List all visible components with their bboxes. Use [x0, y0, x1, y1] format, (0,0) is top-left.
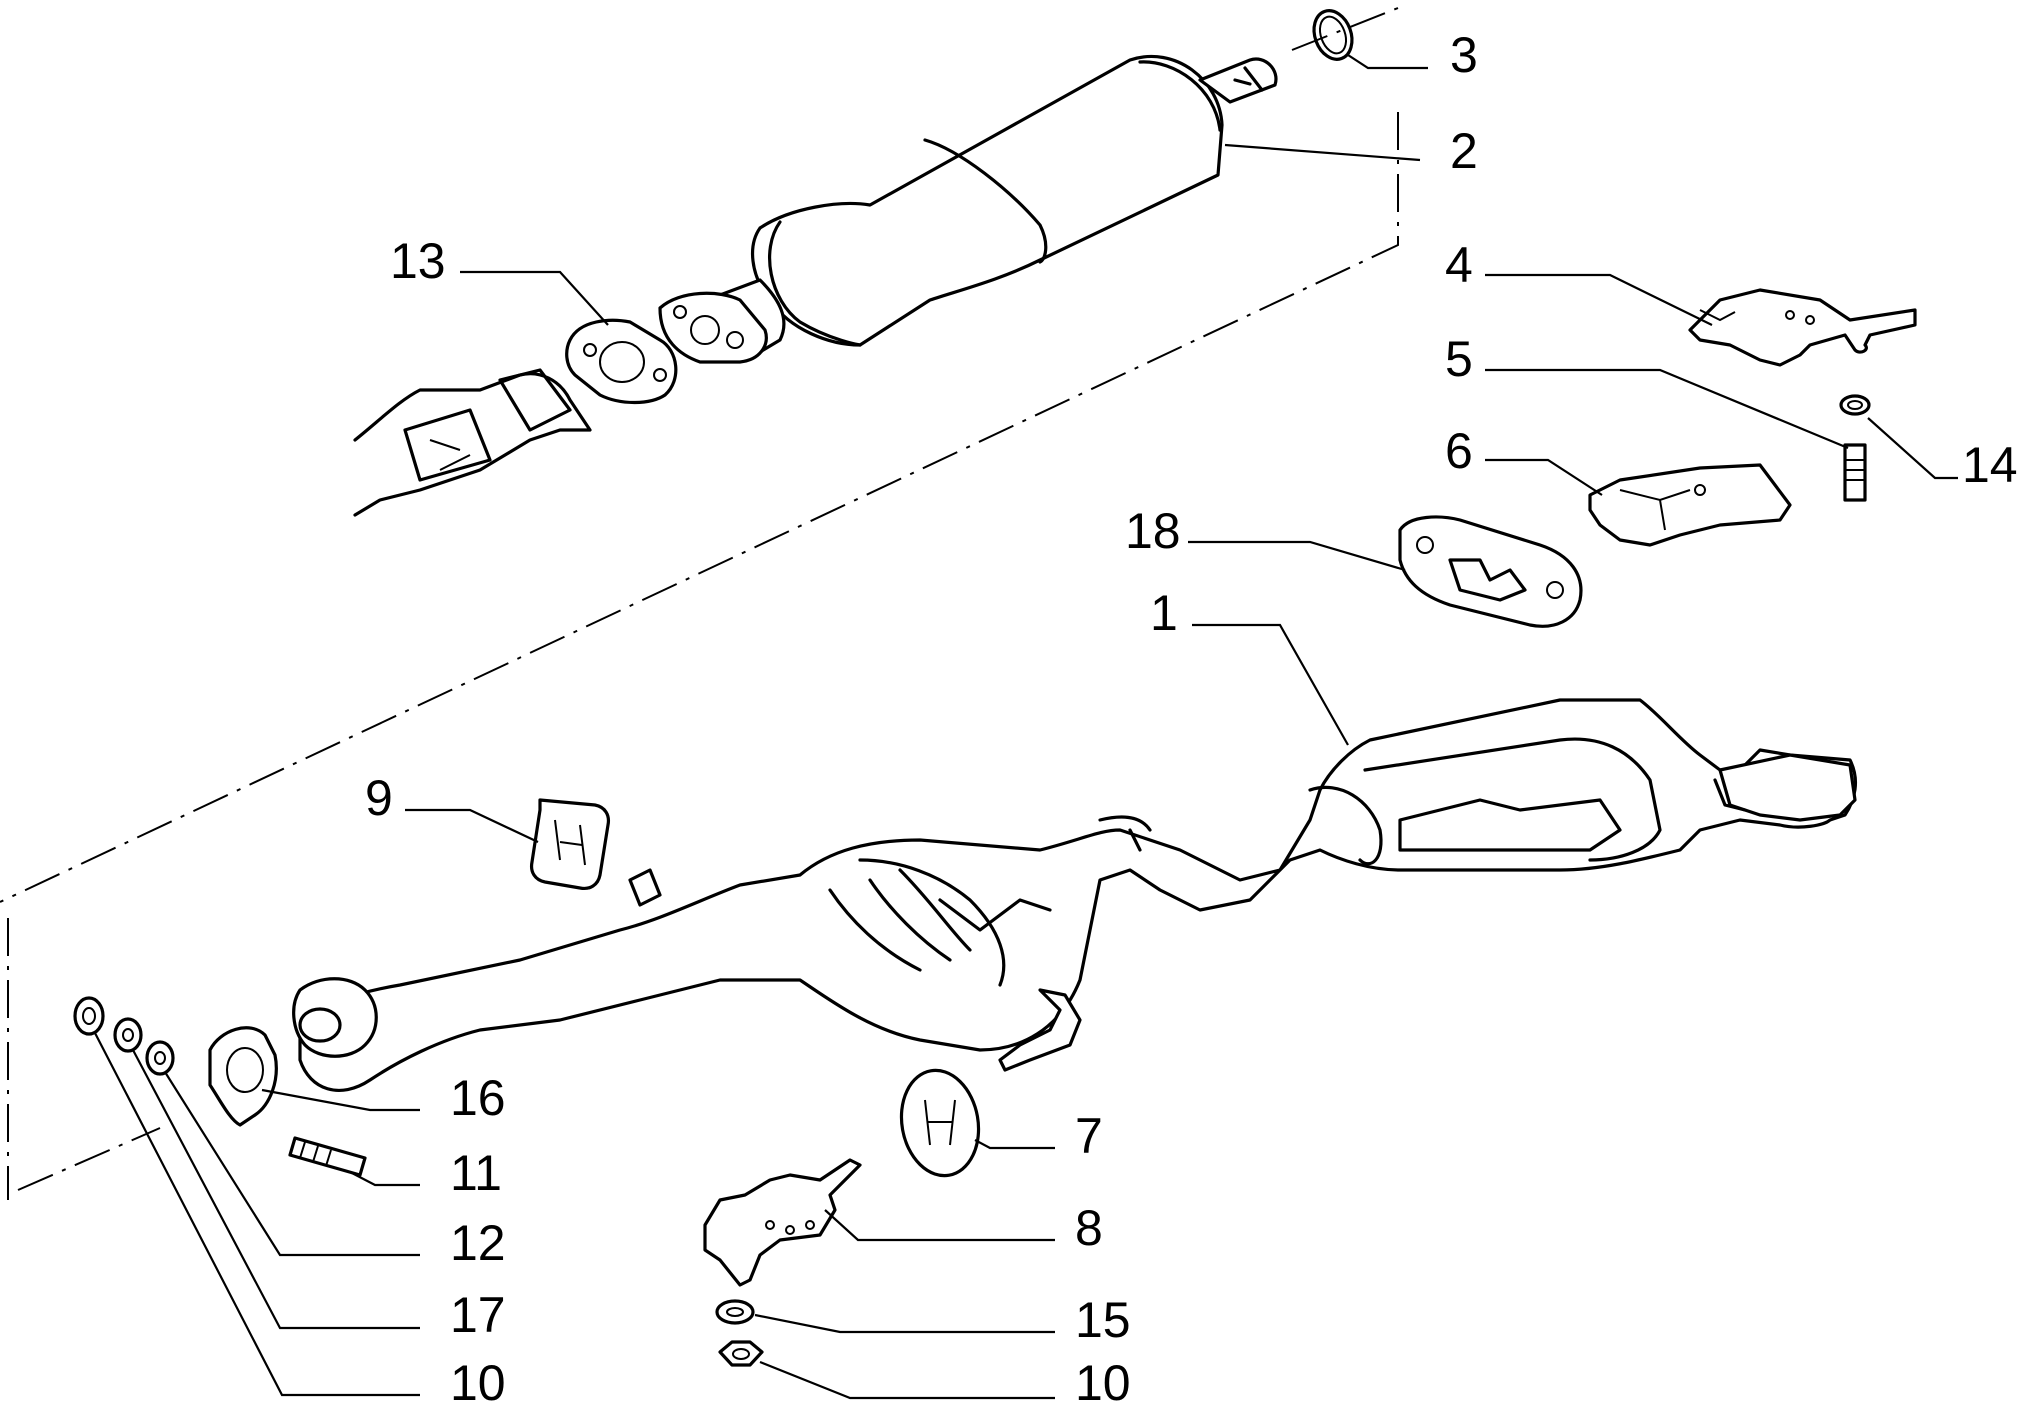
callout-14: 14 — [1962, 437, 2018, 493]
callout-10-right: 10 — [1075, 1355, 1131, 1404]
leader-11 — [349, 1171, 420, 1187]
rubber-hanger-9 — [529, 798, 611, 891]
leader-18 — [1188, 540, 1406, 572]
leader-7 — [974, 1139, 1055, 1150]
rubber-mount-18 — [1398, 515, 1583, 628]
bolt-5 — [1843, 443, 1867, 502]
callout-8: 8 — [1075, 1200, 1103, 1256]
leader-1 — [1192, 623, 1349, 746]
leader-15 — [754, 1313, 1055, 1334]
callout-5: 5 — [1445, 331, 1473, 387]
washer-12 — [145, 1040, 175, 1076]
hanger-bracket-6 — [1588, 463, 1792, 547]
callout-11: 11 — [450, 1145, 502, 1201]
nut-14 — [1839, 394, 1871, 416]
bolt-11 — [288, 1136, 367, 1177]
callout-12: 12 — [450, 1215, 506, 1271]
leader-10-right — [759, 1360, 1055, 1400]
seal-ring-3 — [1312, 9, 1354, 61]
bracket-4 — [1688, 288, 1917, 367]
assembly-separator-lines — [0, 7, 1399, 1200]
rubber-ring-mount-7 — [899, 1068, 981, 1178]
leader-lines — [94, 54, 1958, 1400]
leader-13 — [460, 270, 609, 326]
front-silencer — [658, 54, 1278, 364]
callout-9: 9 — [365, 770, 393, 826]
callout-17: 17 — [450, 1287, 506, 1343]
leader-10-left — [94, 1032, 420, 1397]
leader-4 — [1485, 273, 1713, 326]
leader-5 — [1485, 368, 1849, 450]
nut-10-left — [73, 996, 105, 1036]
callout-3: 3 — [1450, 27, 1478, 83]
callout-15: 15 — [1075, 1292, 1131, 1348]
gasket-13 — [565, 318, 678, 405]
callout-4: 4 — [1445, 237, 1473, 293]
callout-1: 1 — [1150, 585, 1178, 641]
callout-10-left: 10 — [450, 1355, 506, 1404]
rear-exhaust-assembly — [292, 698, 1858, 1092]
leader-17 — [132, 1049, 420, 1330]
clamp-16 — [208, 1026, 278, 1127]
nut-10-right — [718, 1340, 764, 1367]
leader-3 — [1347, 54, 1428, 70]
callout-7: 7 — [1075, 1108, 1103, 1164]
callout-labels: 3 2 13 4 5 14 6 18 1 9 16 11 12 17 10 7 … — [365, 27, 2018, 1404]
leader-9 — [405, 808, 539, 843]
callout-18: 18 — [1125, 503, 1181, 559]
callout-13: 13 — [390, 233, 446, 289]
washer-17 — [113, 1017, 143, 1053]
washer-15 — [715, 1299, 755, 1325]
leader-6 — [1485, 458, 1603, 496]
leader-14 — [1867, 417, 1958, 480]
callout-2: 2 — [1450, 123, 1478, 179]
leader-12 — [164, 1071, 420, 1257]
leader-16 — [261, 1088, 420, 1112]
callout-6: 6 — [1445, 423, 1473, 479]
bracket-8 — [703, 1158, 862, 1287]
callout-16: 16 — [450, 1070, 506, 1126]
upstream-pipe — [353, 368, 592, 517]
leader-2 — [1224, 143, 1421, 162]
leader-8 — [824, 1209, 1055, 1242]
